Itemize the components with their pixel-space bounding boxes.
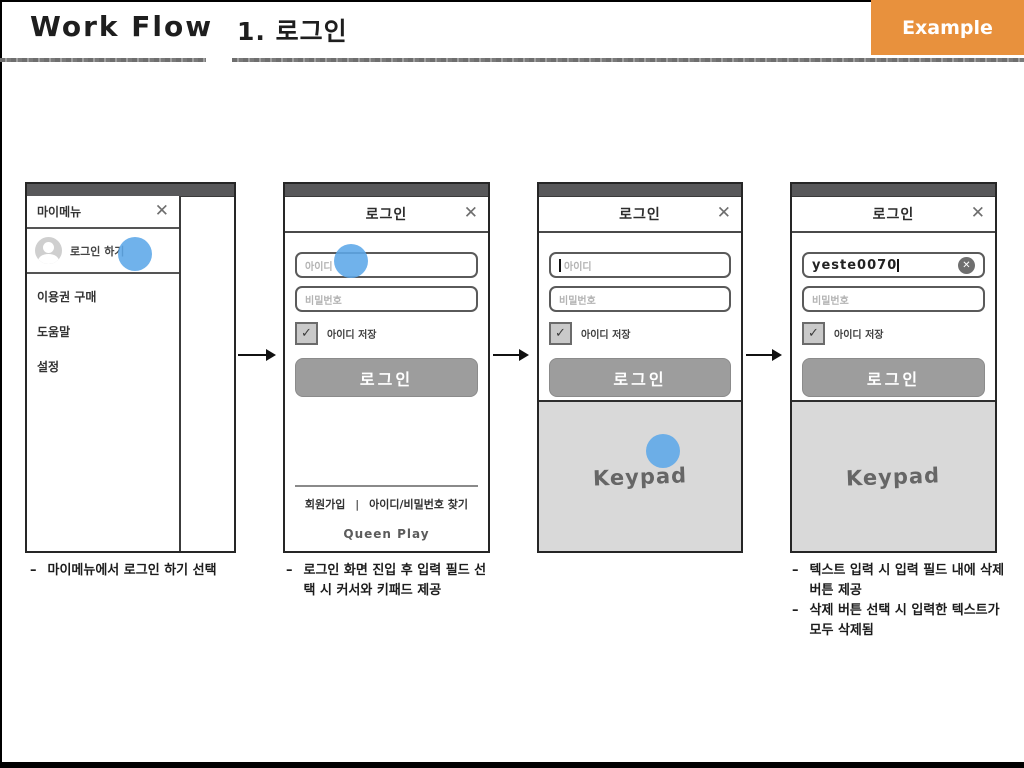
password-input[interactable]: 비밀번호 bbox=[295, 286, 478, 312]
phone-frame-login-typed: 로그인 ✕ yeste0070 ✕ 비밀번호 ✓ 아이디 저장 로그인 Keyp… bbox=[790, 182, 997, 553]
login-button[interactable]: 로그인 bbox=[295, 358, 478, 397]
login-header: 로그인 ✕ bbox=[792, 197, 995, 233]
remember-id-label: 아이디 저장 bbox=[327, 330, 377, 341]
flow-arrow bbox=[493, 349, 529, 361]
drawer-title: 마이메뉴 bbox=[37, 205, 82, 219]
flow-arrow bbox=[746, 349, 782, 361]
id-input-focused[interactable]: 아이디 bbox=[549, 252, 731, 278]
remember-id-label: 아이디 저장 bbox=[834, 330, 884, 341]
bullet-dash: – bbox=[792, 603, 799, 619]
password-placeholder: 비밀번호 bbox=[305, 295, 342, 307]
phone-frame-login-keypad: 로그인 ✕ 아이디 비밀번호 ✓ 아이디 저장 로그인 Keypad bbox=[537, 182, 743, 553]
close-icon[interactable]: ✕ bbox=[463, 203, 478, 223]
password-placeholder: 비밀번호 bbox=[812, 295, 849, 307]
header-divider-left bbox=[0, 58, 206, 62]
login-button[interactable]: 로그인 bbox=[802, 358, 985, 397]
bullet-dash: – bbox=[286, 563, 293, 578]
touch-indicator bbox=[646, 434, 680, 468]
password-input[interactable]: 비밀번호 bbox=[802, 286, 985, 312]
remember-id-label: 아이디 저장 bbox=[581, 330, 631, 341]
login-title: 로그인 bbox=[872, 207, 915, 223]
phone-frame-mymenu: 마이메뉴 ✕ 로그인 하기 이용권 구매 도움말 설정 bbox=[25, 182, 236, 553]
menu-item-pass-purchase[interactable]: 이용권 구매 bbox=[37, 290, 97, 304]
caption-text: 로그인 화면 진입 후 입력 필드 선택 시 커서와 키패드 제공 bbox=[303, 563, 487, 599]
remember-id-checkbox[interactable]: ✓ bbox=[802, 322, 825, 345]
clear-input-icon[interactable]: ✕ bbox=[958, 256, 975, 274]
login-menu-label: 로그인 하기 bbox=[70, 244, 125, 258]
touch-indicator bbox=[334, 244, 368, 278]
phone-frame-login: 로그인 ✕ 아이디 비밀번호 ✓ 아이디 저장 로그인 회원가입 | 아이디/비… bbox=[283, 182, 490, 553]
status-bar bbox=[539, 184, 741, 197]
drawer-menu: 이용권 구매 도움말 설정 bbox=[27, 274, 179, 407]
login-button[interactable]: 로그인 bbox=[549, 358, 731, 397]
footer-links: 회원가입 | 아이디/비밀번호 찾기 bbox=[295, 496, 478, 512]
example-badge: Example bbox=[871, 0, 1024, 55]
bullet-dash: – bbox=[30, 563, 37, 578]
id-value: yeste0070 bbox=[812, 257, 898, 273]
header-divider-right bbox=[232, 58, 1024, 62]
id-input[interactable]: 아이디 bbox=[295, 252, 478, 278]
keypad-area[interactable]: Keypad bbox=[539, 400, 741, 551]
page-subtitle: 1. 로그인 bbox=[237, 17, 348, 46]
remember-id-checkbox[interactable]: ✓ bbox=[295, 322, 318, 345]
status-bar bbox=[792, 184, 995, 197]
login-footer: 회원가입 | 아이디/비밀번호 찾기 Queen Play bbox=[295, 485, 478, 541]
password-input[interactable]: 비밀번호 bbox=[549, 286, 731, 312]
remember-id-row: ✓ 아이디 저장 bbox=[549, 322, 731, 345]
login-menu-item[interactable]: 로그인 하기 bbox=[27, 229, 179, 274]
brand-logo: Queen Play bbox=[343, 527, 430, 541]
id-placeholder: 아이디 bbox=[305, 261, 333, 273]
close-icon[interactable]: ✕ bbox=[154, 201, 169, 221]
text-cursor bbox=[897, 258, 900, 272]
drawer-header: 마이메뉴 ✕ bbox=[27, 196, 179, 229]
login-title: 로그인 bbox=[619, 207, 661, 223]
login-form: 아이디 비밀번호 ✓ 아이디 저장 로그인 bbox=[539, 233, 741, 397]
login-header: 로그인 ✕ bbox=[285, 197, 488, 233]
bullet-dash: – bbox=[792, 563, 799, 578]
keypad-label: Keypad bbox=[846, 462, 941, 491]
login-form: 아이디 비밀번호 ✓ 아이디 저장 로그인 bbox=[285, 233, 488, 397]
user-avatar-icon bbox=[35, 237, 62, 264]
close-icon[interactable]: ✕ bbox=[716, 203, 731, 223]
keypad-area[interactable]: Keypad bbox=[792, 400, 995, 551]
page-title: Work Flow bbox=[30, 10, 214, 43]
remember-id-row: ✓ 아이디 저장 bbox=[295, 322, 478, 345]
flow-arrow bbox=[238, 349, 276, 361]
login-header: 로그인 ✕ bbox=[539, 197, 741, 233]
password-placeholder: 비밀번호 bbox=[559, 295, 596, 307]
remember-id-checkbox[interactable]: ✓ bbox=[549, 322, 572, 345]
caption-text: 텍스트 입력 시 입력 필드 내에 삭제 버튼 제공 bbox=[809, 563, 1005, 599]
login-title: 로그인 bbox=[365, 207, 408, 223]
remember-id-row: ✓ 아이디 저장 bbox=[802, 322, 985, 345]
status-bar bbox=[285, 184, 488, 197]
signup-link[interactable]: 회원가입 bbox=[304, 498, 346, 511]
caption-frame1: – 마이메뉴에서 로그인 하기 선택 bbox=[30, 561, 262, 581]
footer-divider bbox=[295, 485, 478, 487]
close-icon[interactable]: ✕ bbox=[970, 203, 985, 223]
id-placeholder: 아이디 bbox=[564, 261, 592, 273]
login-form: yeste0070 ✕ 비밀번호 ✓ 아이디 저장 로그인 bbox=[792, 233, 995, 397]
touch-indicator bbox=[118, 237, 152, 271]
menu-item-help[interactable]: 도움말 bbox=[37, 325, 71, 339]
mymenu-drawer: 마이메뉴 ✕ 로그인 하기 이용권 구매 도움말 설정 bbox=[27, 196, 181, 551]
caption-frame4: – 텍스트 입력 시 입력 필드 내에 삭제 버튼 제공 – 삭제 버튼 선택 … bbox=[792, 561, 1008, 642]
caption-text: 마이메뉴에서 로그인 하기 선택 bbox=[47, 563, 217, 578]
find-id-password-link[interactable]: 아이디/비밀번호 찾기 bbox=[369, 498, 469, 511]
links-separator: | bbox=[355, 498, 360, 511]
id-input-filled[interactable]: yeste0070 ✕ bbox=[802, 252, 985, 278]
text-cursor bbox=[559, 258, 561, 272]
caption-text: 삭제 버튼 선택 시 입력한 텍스트가 모두 삭제됨 bbox=[809, 603, 1000, 639]
caption-frame2: – 로그인 화면 진입 후 입력 필드 선택 시 커서와 키패드 제공 bbox=[286, 561, 490, 601]
menu-item-settings[interactable]: 설정 bbox=[37, 360, 60, 374]
keypad-label: Keypad bbox=[592, 462, 688, 491]
